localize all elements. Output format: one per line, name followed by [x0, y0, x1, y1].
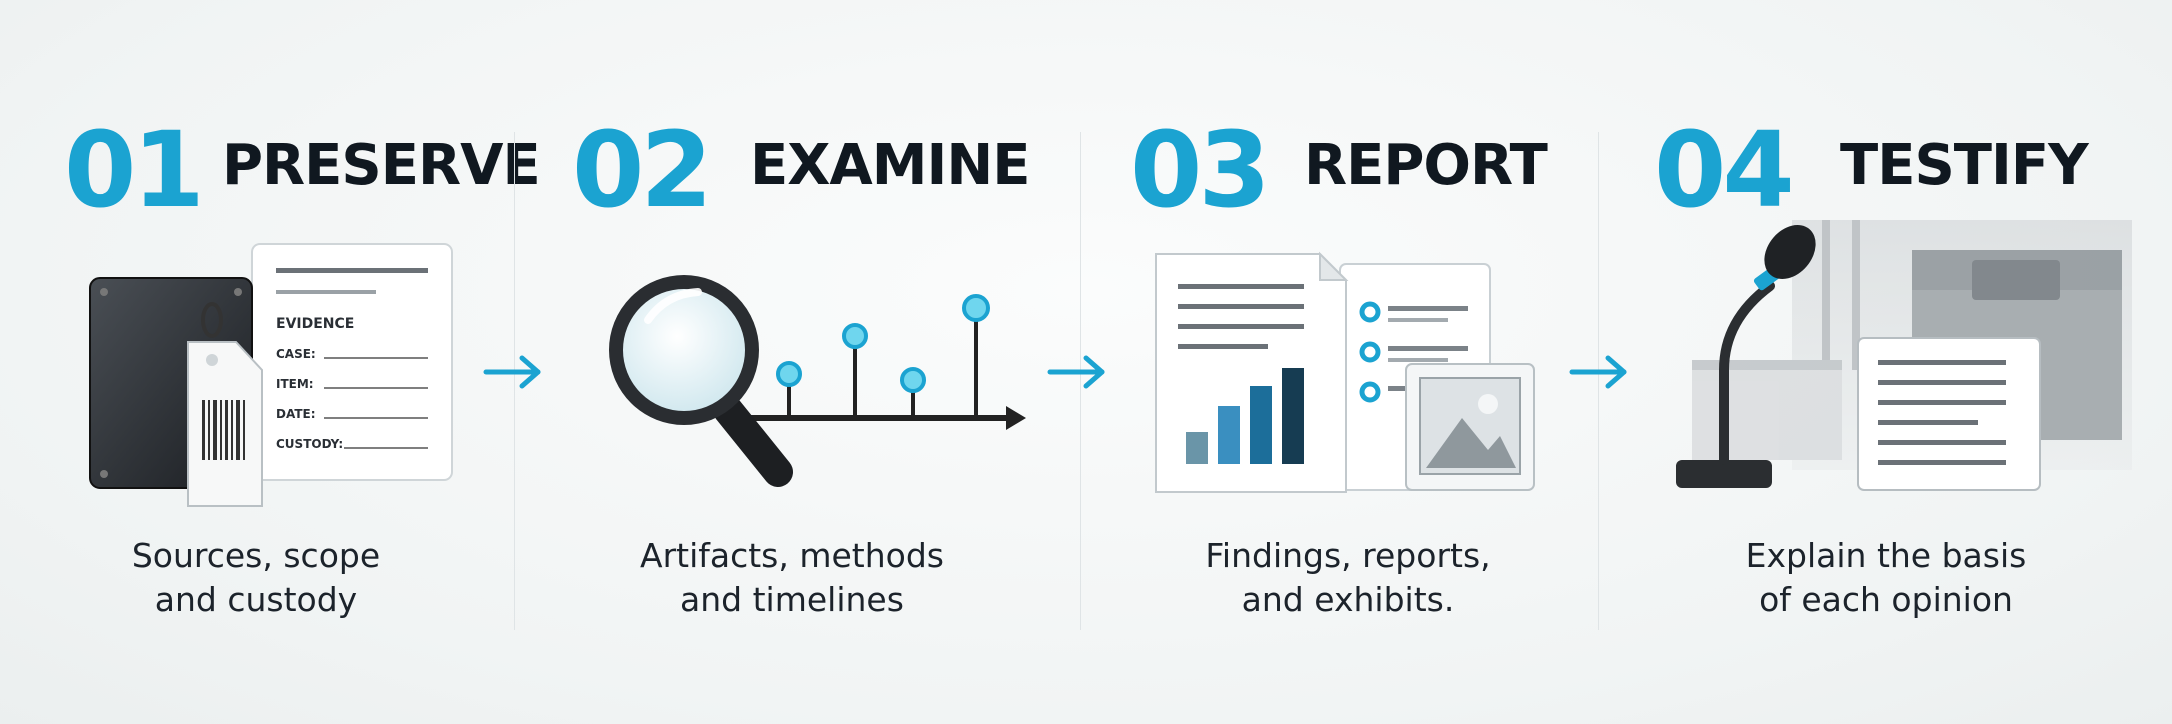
desc-line: Sources, scope	[131, 536, 381, 575]
divider	[1598, 132, 1599, 630]
step-description: Findings, reports, and exhibits.	[1138, 534, 1558, 622]
desc-line: of each opinion	[1759, 580, 2013, 619]
field-item: ITEM:	[276, 377, 314, 391]
evidence-tag-icon	[187, 302, 263, 507]
step-title: PRESERVE	[222, 133, 541, 198]
step-number: 02	[572, 109, 713, 231]
evidence-heading: EVIDENCE	[276, 316, 354, 332]
step-description: Artifacts, methods and timelines	[582, 534, 1002, 622]
preserve-illustration: EVIDENCE CASE: ITEM: DATE: CUSTODY:	[80, 210, 480, 510]
step-number: 01	[64, 109, 205, 231]
divider	[514, 132, 515, 630]
step-description: Sources, scope and custody	[46, 534, 466, 622]
desc-line: and exhibits.	[1241, 580, 1455, 619]
step-title: REPORT	[1304, 133, 1548, 198]
desc-line: and custody	[154, 580, 358, 619]
arrow-right-icon	[1569, 355, 1627, 389]
step-testify: 04 TESTIFY	[1630, 0, 2172, 724]
evidence-form-icon: EVIDENCE CASE: ITEM: DATE: CUSTODY:	[251, 243, 453, 481]
testify-illustration	[1672, 210, 2152, 510]
divider	[1080, 132, 1081, 630]
bar-chart-icon	[1186, 368, 1304, 464]
step-number: 04	[1654, 109, 1795, 231]
image-icon	[1405, 363, 1535, 491]
step-title: TESTIFY	[1840, 133, 2089, 198]
timeline-icon	[746, 294, 1026, 430]
magnifier-icon	[609, 275, 793, 487]
testimony-document-icon	[1857, 337, 2041, 491]
step-preserve: 01 PRESERVE EVIDENCE CASE: ITEM:	[0, 0, 541, 724]
step-examine: 02 EXAMINE	[540, 0, 1080, 724]
desc-line: and timelines	[680, 580, 904, 619]
examine-illustration	[586, 210, 1066, 510]
step-title: EXAMINE	[750, 133, 1030, 198]
field-custody: CUSTODY:	[276, 437, 343, 451]
report-document-icon	[1155, 251, 1349, 493]
step-number: 03	[1130, 109, 1271, 231]
arrow-right-icon	[1047, 355, 1105, 389]
desc-line: Findings, reports,	[1205, 536, 1491, 575]
report-illustration	[1144, 210, 1564, 510]
step-description: Explain the basis of each opinion	[1676, 534, 2096, 622]
field-date: DATE:	[276, 407, 316, 421]
arrow-right-icon	[483, 355, 541, 389]
field-case: CASE:	[276, 347, 316, 361]
step-report: 03 REPORT	[1100, 0, 1600, 724]
microphone-icon	[1676, 225, 1816, 488]
desc-line: Explain the basis	[1745, 536, 2027, 575]
desc-line: Artifacts, methods	[640, 536, 944, 575]
